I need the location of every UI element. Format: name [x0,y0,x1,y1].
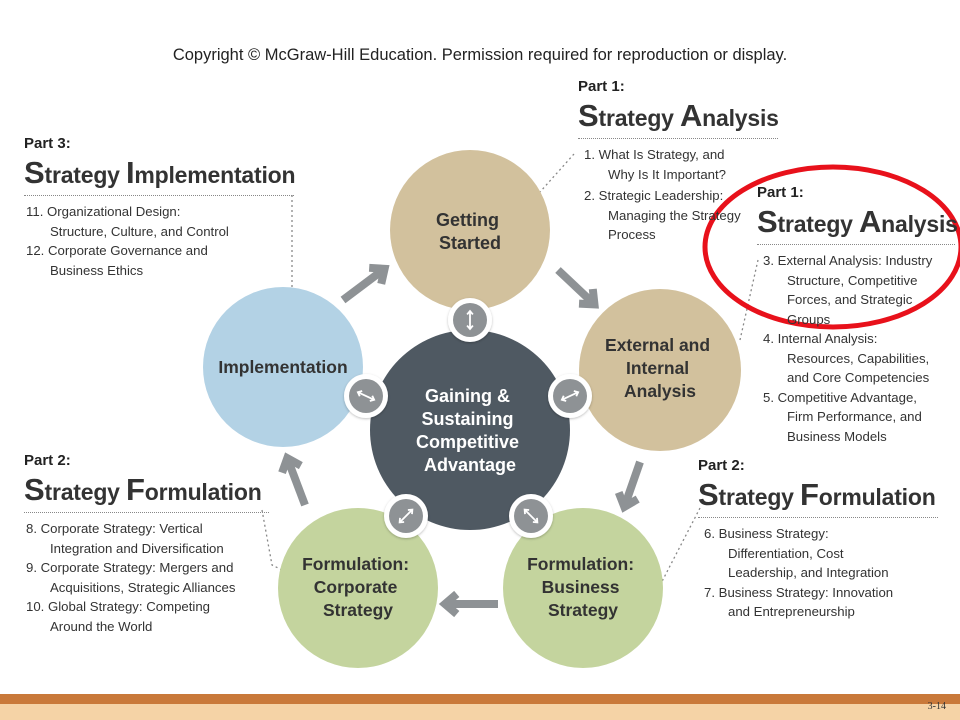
chapter-list: 6. Business Strategy: Differentiation, C… [698,524,914,622]
chapter-item: 11. Organizational Design: Structure, Cu… [26,204,229,239]
divider [757,244,955,245]
divider [24,512,269,513]
divider [698,517,938,518]
cycle-arrows [278,263,644,618]
badge-top-icon [448,298,492,342]
label-center: Gaining & Sustaining Competitive Advanta… [416,386,524,475]
part-title: Strategy Analysis [757,204,958,239]
chapter-item: 3. External Analysis: Industry Structure… [763,253,933,327]
chapter-item: 6. Business Strategy: Differentiation, C… [704,526,889,580]
circle-implementation [203,287,363,447]
arrow-getting-started-to-external [555,267,599,309]
circle-formulation-corporate [278,508,438,668]
connector-badges [344,298,592,538]
label-implementation: Implementation [218,357,347,377]
label-formulation-corporate: Formulation: Corporate Strategy [302,554,414,620]
part-title: Strategy Formulation [24,472,262,507]
arrow-business-to-corporate [438,590,498,618]
footer-band-dark [0,694,960,704]
chapter-item: 12. Corporate Governance and Business Et… [26,243,208,278]
part2-strategy-formulation-right: Part 2: Strategy Formulation 6. Business… [698,457,938,622]
part-label: Part 1: [578,78,625,95]
part3-strategy-implementation: Part 3: Strategy Implementation 11. Orga… [24,135,296,280]
leader-part1-right [739,259,759,341]
chapter-item: 10. Global Strategy: Competing Around th… [26,599,210,634]
chapter-list: 11. Organizational Design: Structure, Cu… [24,202,231,280]
part-title: Strategy Implementation [24,155,296,190]
highlight-ellipse [702,164,960,330]
divider [578,138,778,139]
chapter-list: 8. Corporate Strategy: Vertical Integrat… [24,519,246,636]
part1-strategy-analysis-top: Part 1: Strategy Analysis 1. What Is Str… [578,78,779,245]
label-external-internal-analysis: External and Internal Analysis [605,335,715,401]
circle-labels: Getting Started External and Internal An… [218,210,715,620]
badge-bottom-right-icon [509,494,553,538]
circle-center-competitive-advantage [370,330,570,530]
footer-band-light [0,704,960,720]
part1-strategy-analysis-right: Part 1: Strategy Analysis 3. External An… [757,184,958,446]
chapter-item: 8. Corporate Strategy: Vertical Integrat… [26,521,224,556]
chapter-item: 9. Corporate Strategy: Mergers and Acqui… [26,560,236,595]
part-title: Strategy Analysis [578,98,779,133]
chapter-list: 1. What Is Strategy, and Why Is It Impor… [578,145,744,245]
arrow-implementation-to-getting-started [340,263,390,304]
label-formulation-business: Formulation: Business Strategy [527,554,639,620]
part-label: Part 2: [698,457,745,474]
chapter-item: 7. Business Strategy: Innovation and Ent… [704,584,894,620]
badge-right-icon [548,374,592,418]
footer-bar: 3-14 [0,694,960,720]
part2-strategy-formulation-left: Part 2: Strategy Formulation 8. Corporat… [24,452,269,636]
page-number: 3-14 [927,701,946,712]
circle-getting-started [390,150,550,310]
part-title: Strategy Formulation [698,477,936,512]
part-label: Part 1: [757,184,804,201]
circle-external-internal-analysis [579,289,741,451]
arrow-external-to-business [615,460,644,513]
divider [24,195,294,196]
label-getting-started: Getting Started [436,210,504,253]
copyright-notice: Copyright © McGraw-Hill Education. Permi… [172,46,788,64]
part-label: Part 2: [24,452,71,469]
leader-part1-top [539,153,575,193]
arrow-corporate-to-implementation [278,452,309,507]
badge-left-icon [344,374,388,418]
chapter-item: 4. Internal Analysis: Resources, Capabil… [763,331,930,385]
circle-formulation-business [503,508,663,668]
badge-bottom-left-icon [384,494,428,538]
chapter-item: 2. Strategic Leadership: Managing the St… [584,188,741,242]
chapter-list: 3. External Analysis: Industry Structure… [757,251,938,446]
chapter-item: 1. What Is Strategy, and Why Is It Impor… [584,147,726,182]
chapter-item: 5. Competitive Advantage, Firm Performan… [763,389,922,444]
part-label: Part 3: [24,135,71,152]
